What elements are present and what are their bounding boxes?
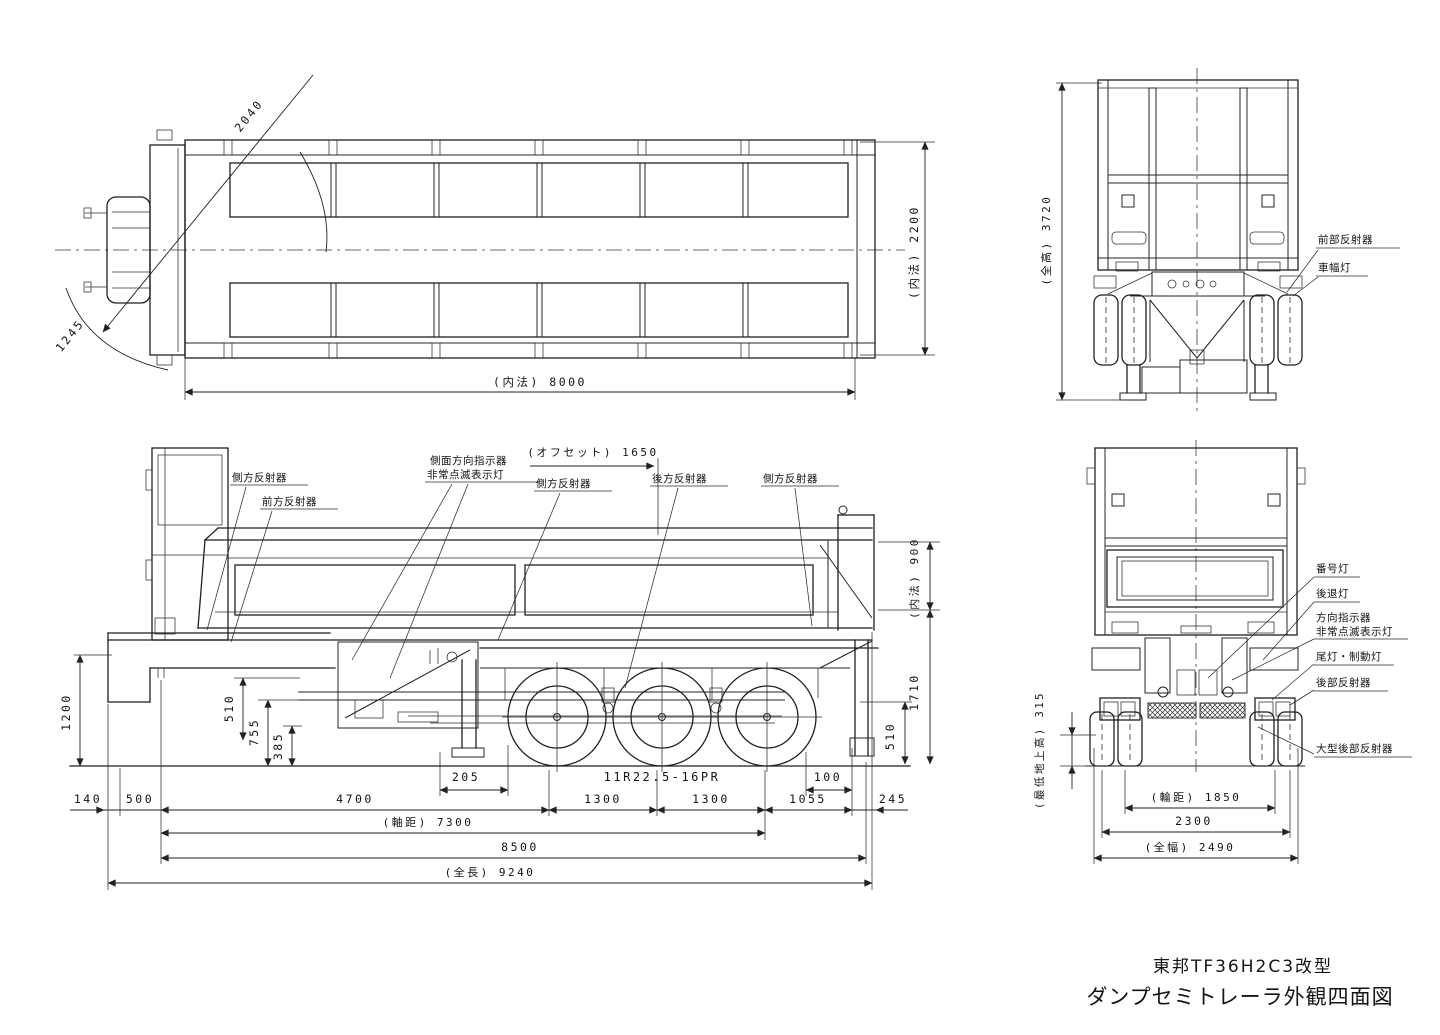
plan-dim-inner-length: (内法) 8000 — [493, 375, 587, 389]
front-wheels — [1093, 294, 1303, 366]
rear-bumper-assembly — [1091, 637, 1299, 721]
rear-dim-2300: 2300 — [1175, 814, 1213, 828]
side-dim-1710: 1710 — [907, 673, 921, 711]
rear-view: 番号灯 後退灯 方向指示器 非常点滅表示灯 尾灯・制動灯 後部反射器 大型後部反… — [1033, 440, 1412, 864]
plan-dim-diagonal: 2040 — [232, 96, 267, 134]
side-dim-510-left: 510 — [222, 694, 236, 722]
plan-dim-radius: 1245 — [53, 316, 88, 354]
side-dim-1200: 1200 — [59, 693, 73, 731]
side-dim-4700: 4700 — [336, 792, 374, 806]
title-block: 東邦TF36H2C3改型 ダンプセミトレーラ外観四面図 — [1086, 957, 1393, 1009]
label-backup-lamp: 後退灯 — [1316, 587, 1349, 600]
side-callouts: 側方反射器 前方反射器 側面方向指示器 非常点滅表示灯 側方反射器 後方反射器 … — [206, 454, 839, 689]
side-tire-size: 11R22.5-16PR — [604, 770, 721, 784]
wheel-axle2 — [607, 662, 717, 772]
side-dim-1300b: 1300 — [692, 792, 730, 806]
side-dim-1055: 1055 — [789, 792, 827, 806]
plan-swing-line — [102, 74, 314, 333]
label-side-reflector-2: 側方反射器 — [536, 477, 591, 490]
side-dim-100: 100 — [814, 770, 842, 784]
rear-license-plate-right — [1199, 702, 1246, 719]
side-bottom-dims: 140 500 4700 1300 1300 1055 245 (軸距) 730… — [70, 632, 908, 890]
side-dim-500: 500 — [126, 792, 154, 806]
plan-swing-arc-small — [65, 287, 169, 371]
rear-dim-ground-clearance: (最低地上高) 315 — [1033, 691, 1046, 809]
side-dim-wheelbase: (軸距) 7300 — [383, 815, 474, 829]
side-dim-510-right: 510 — [883, 722, 897, 750]
wheel-axle1 — [502, 662, 612, 772]
rear-body — [1086, 447, 1306, 636]
label-license-plate-lamp: 番号灯 — [1316, 563, 1349, 575]
plan-dim-inner-width: (内法) 2200 — [907, 205, 921, 299]
rear-callouts: 番号灯 後退灯 方向指示器 非常点滅表示灯 尾灯・制動灯 後部反射器 大型後部反… — [1207, 563, 1412, 758]
side-equipment-box — [337, 641, 479, 729]
side-dim-245: 245 — [879, 792, 907, 806]
label-clearance-lamp: 車幅灯 — [1318, 261, 1351, 274]
label-large-rear-reflector: 大型後部反射器 — [1316, 742, 1393, 755]
side-front-structure — [145, 447, 229, 641]
side-dim-inner-height: (内法) 900 — [907, 537, 921, 619]
side-hoist-strut — [344, 649, 471, 719]
front-subframe — [1093, 271, 1303, 297]
label-side-reflector-3: 側方反射器 — [763, 472, 818, 485]
side-view: 側方反射器 前方反射器 側面方向指示器 非常点滅表示灯 側方反射器 後方反射器 … — [59, 446, 940, 890]
side-dump-body — [197, 505, 875, 631]
side-dim-755: 755 — [247, 718, 261, 746]
side-landing-gear-foot — [451, 747, 485, 758]
front-body — [1097, 79, 1299, 272]
side-dim-385: 385 — [271, 732, 285, 760]
side-dim-1300a: 1300 — [584, 792, 622, 806]
rear-license-plate-left — [1147, 702, 1197, 719]
plan-swing-arc-large — [299, 151, 328, 253]
side-dim-140: 140 — [74, 792, 102, 806]
label-side-turn-signal-2: 非常点滅表示灯 — [427, 468, 504, 481]
drawing-title: ダンプセミトレーラ外観四面図 — [1086, 985, 1393, 1009]
side-dim-offset: (オフセット) 1650 — [527, 446, 658, 459]
label-front-part-reflector: 前部反射器 — [1318, 233, 1373, 246]
side-wheels — [502, 662, 822, 772]
front-support-frame — [1119, 299, 1277, 401]
rear-dim-track: (輪距) 1850 — [1151, 790, 1242, 804]
rear-wheels — [1085, 711, 1305, 767]
side-dim-205: 205 — [452, 770, 480, 784]
plan-stakes — [223, 139, 853, 359]
label-front-reflector: 前方反射器 — [262, 495, 317, 508]
front-view: (全高) 3720 前部反射器 車幅灯 — [1039, 68, 1400, 412]
wheel-axle3 — [712, 662, 822, 772]
label-hazard-lamp: 非常点滅表示灯 — [1316, 625, 1393, 638]
label-side-reflector-1: 側方反射器 — [232, 471, 287, 484]
plan-side-panels — [229, 162, 849, 338]
drawing-model-number: 東邦TF36H2C3改型 — [1153, 957, 1333, 977]
side-dim-overall-length: (全長) 9240 — [445, 865, 536, 879]
front-dim-overall-height: (全高) 3720 — [1039, 195, 1053, 286]
label-turn-signal: 方向指示器 — [1316, 611, 1371, 624]
plan-view: 2040 1245 (内法) 8000 (内法) 2200 — [53, 74, 935, 400]
plan-body-outline — [184, 139, 876, 359]
side-dim-8500: 8500 — [501, 840, 539, 854]
label-rear-reflector: 後方反射器 — [652, 472, 707, 485]
label-side-turn-signal-1: 側面方向指示器 — [430, 454, 507, 467]
label-tail-brake-lamp: 尾灯・制動灯 — [1316, 650, 1382, 663]
label-rear-part-reflector: 後部反射器 — [1316, 676, 1371, 689]
rear-dim-overall-width: (全幅) 2490 — [1145, 840, 1236, 854]
